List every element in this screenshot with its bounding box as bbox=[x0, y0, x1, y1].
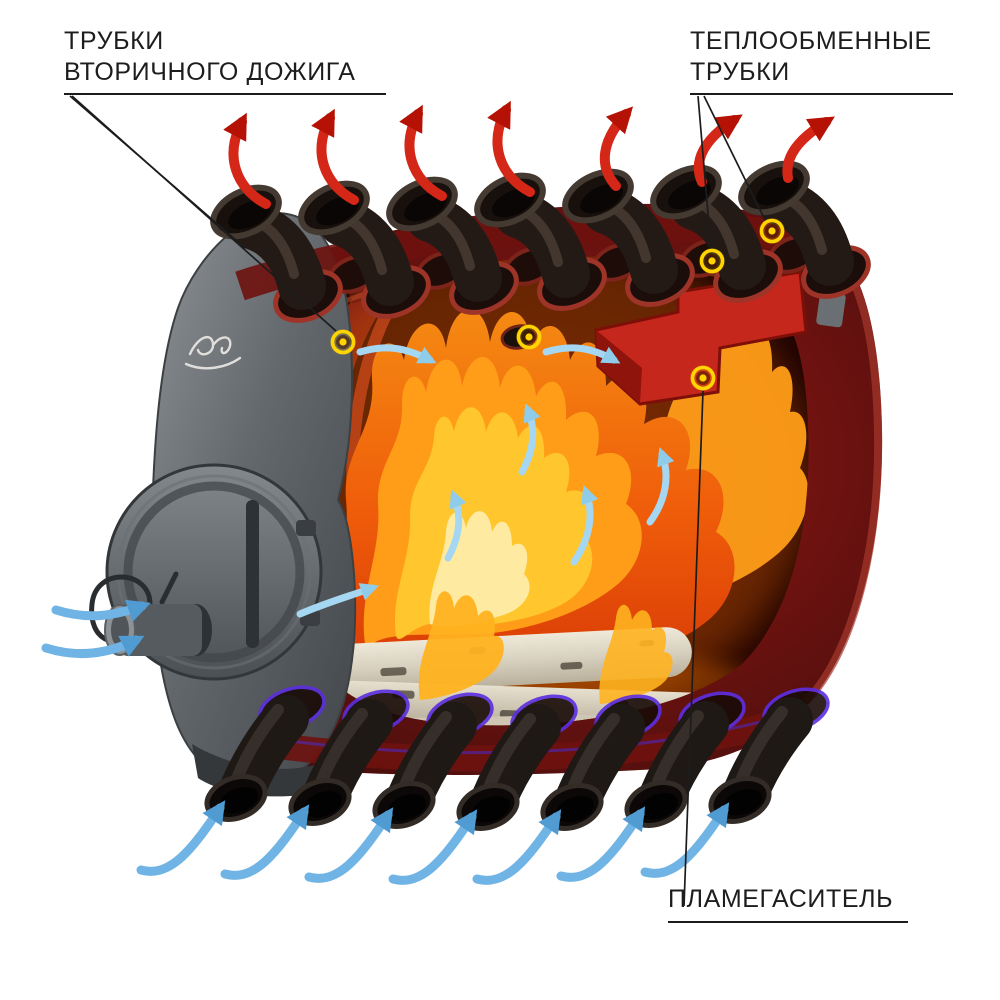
cold-tube bbox=[624, 691, 746, 828]
secondary-air-arrow bbox=[646, 447, 675, 526]
label-heat-exchange-tubes: ТЕПЛООБМЕННЫЕ ТРУБКИ bbox=[690, 26, 953, 95]
cold-air-arrow bbox=[304, 807, 394, 883]
cold-air-arrow bbox=[472, 809, 562, 885]
damper-rod bbox=[159, 571, 179, 605]
label-line: ТРУБКИ bbox=[64, 27, 164, 55]
cold-air-arrow bbox=[388, 809, 478, 885]
marker-flame-arrester bbox=[690, 365, 716, 391]
secondary-air-arrow bbox=[296, 583, 379, 618]
combustion-chamber bbox=[283, 256, 809, 726]
cold-air-arrow bbox=[136, 800, 226, 876]
leader-heat-tubes-1 bbox=[697, 95, 712, 250]
label-line: ПЛАМЕГАСИТЕЛЬ bbox=[668, 885, 894, 913]
front-flame-tongues bbox=[418, 591, 673, 704]
cold-tube bbox=[204, 685, 326, 822]
cold-air-arrow bbox=[41, 635, 145, 659]
label-line: ТРУБКИ bbox=[690, 57, 790, 86]
cold-tube bbox=[456, 694, 578, 831]
mount-bracket bbox=[816, 291, 846, 328]
hot-air-arrow bbox=[487, 100, 535, 197]
cold-air-arrow bbox=[51, 599, 151, 622]
bottom-tube-row bbox=[204, 685, 830, 831]
label-flame-arrester: ПЛАМЕГАСИТЕЛЬ bbox=[668, 884, 908, 923]
leader-secondary-tubes-2 bbox=[71, 95, 337, 332]
cold-air-arrow bbox=[220, 804, 310, 880]
marker-heat-tube-1 bbox=[699, 248, 725, 274]
brand-logo bbox=[184, 335, 242, 370]
hot-air-arrow bbox=[782, 116, 835, 183]
hot-air-arrow bbox=[599, 106, 634, 191]
leader-flame-arrester bbox=[683, 390, 704, 907]
secondary-air-arrow bbox=[356, 344, 437, 364]
secondary-air-arrow bbox=[444, 489, 467, 562]
highlight-markers bbox=[330, 218, 785, 391]
leader-lines bbox=[69, 95, 767, 907]
front-panel bbox=[89, 212, 357, 797]
door-latch-bar bbox=[246, 500, 259, 648]
cold-tube bbox=[288, 689, 410, 826]
leader-heat-tubes-2 bbox=[703, 95, 767, 223]
hot-air-arrow bbox=[311, 108, 359, 205]
cold-tube bbox=[540, 694, 662, 831]
hot-air-arrow bbox=[399, 104, 447, 201]
hot-tube bbox=[650, 164, 783, 303]
secondary-air-arrow bbox=[570, 485, 599, 566]
hot-air-arrow bbox=[693, 114, 743, 187]
secondary-air-arrow bbox=[542, 344, 621, 364]
secondary-air-arrows bbox=[296, 344, 675, 618]
hot-air-arrow bbox=[223, 112, 271, 209]
label-line: ВТОРИЧНОГО ДОЖИГА bbox=[64, 57, 356, 86]
label-secondary-burn-tubes: ТРУБКИ ВТОРИЧНОГО ДОЖИГА bbox=[64, 26, 386, 95]
label-line: ТЕПЛООБМЕННЫЕ bbox=[690, 27, 932, 55]
marker-heat-tube-2 bbox=[759, 218, 785, 244]
hot-tube bbox=[562, 168, 695, 307]
door-hinge bbox=[296, 520, 316, 536]
hot-air-arrows bbox=[223, 100, 835, 209]
cold-air-arrow bbox=[556, 806, 646, 882]
marker-secondary-port-1 bbox=[330, 329, 356, 355]
secondary-air-arrow bbox=[518, 403, 541, 476]
marker-secondary-port-2 bbox=[516, 324, 542, 350]
